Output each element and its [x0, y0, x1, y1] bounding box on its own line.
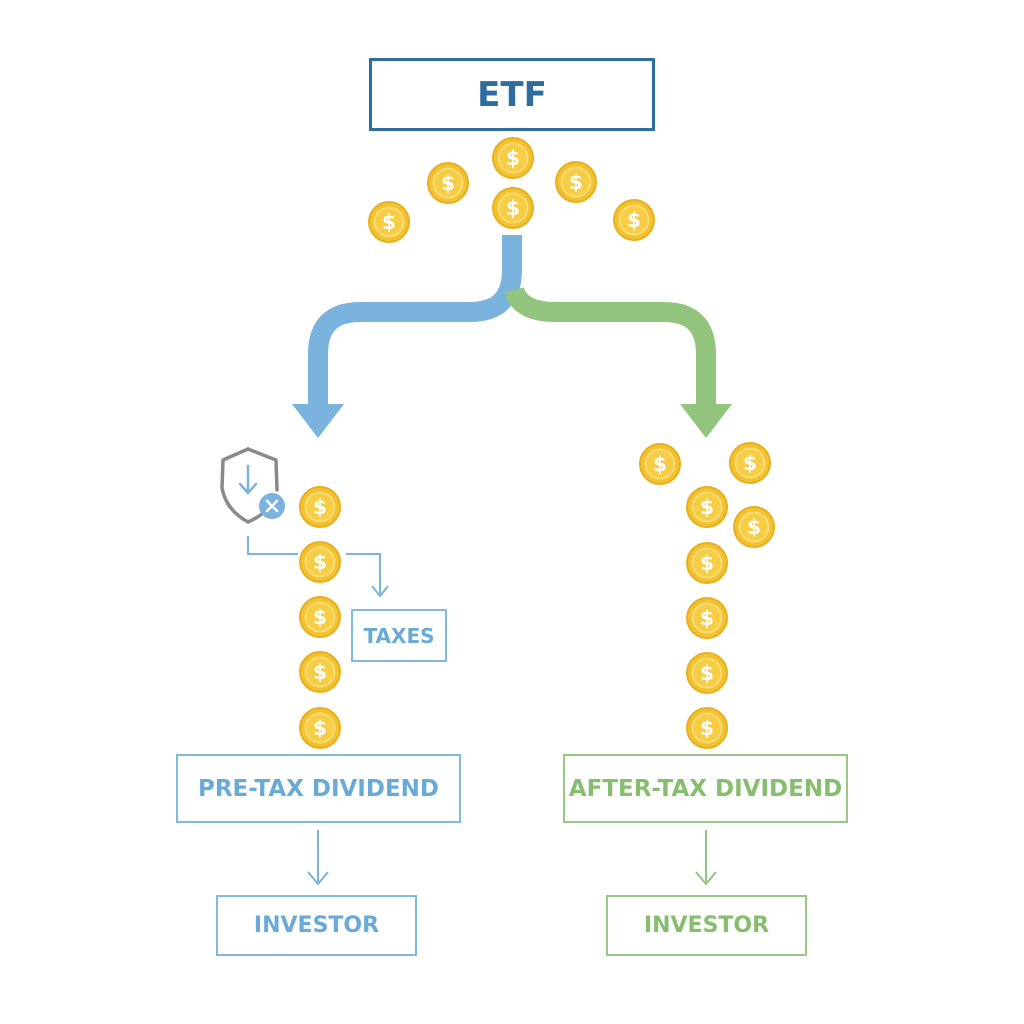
pre-tax-dividend-label: PRE-TAX DIVIDEND — [197, 775, 440, 802]
investor-label: INVESTOR — [643, 913, 770, 938]
svg-text:$: $ — [313, 716, 327, 740]
dollar-coin-icon: $ — [368, 201, 410, 243]
investor-label: INVESTOR — [253, 913, 380, 938]
dollar-coin-icon: $ — [686, 542, 728, 584]
svg-text:$: $ — [506, 196, 520, 220]
dollar-coin-icon: $ — [555, 161, 597, 203]
etf-box: ETF — [369, 58, 655, 131]
svg-text:$: $ — [700, 661, 714, 685]
investor-box-pre-tax: INVESTOR — [216, 895, 417, 956]
svg-text:$: $ — [313, 660, 327, 684]
dollar-coin-icon: $ — [639, 443, 681, 485]
coins-layer: $ $ $ $ $ $ $ $ $ $ $ $ $ $ $ $ $ $ $ — [299, 137, 775, 749]
after-tax-arrowhead — [680, 404, 732, 438]
taxes-box: TAXES — [351, 609, 447, 662]
svg-text:$: $ — [313, 495, 327, 519]
svg-text:$: $ — [313, 605, 327, 629]
dollar-coin-icon: $ — [733, 506, 775, 548]
tax-arrowhead — [371, 585, 389, 597]
svg-text:$: $ — [700, 716, 714, 740]
svg-text:$: $ — [743, 451, 757, 475]
dollar-coin-icon: $ — [729, 442, 771, 484]
svg-text:$: $ — [627, 208, 641, 232]
taxes-label: TAXES — [363, 623, 435, 648]
pre-tax-flow-arrow — [308, 235, 522, 405]
svg-text:$: $ — [747, 515, 761, 539]
after-tax-to-investor-arrowhead — [695, 871, 717, 885]
dollar-coin-icon: $ — [299, 651, 341, 693]
tax-connector-line — [247, 536, 298, 555]
dollar-coin-icon: $ — [299, 707, 341, 749]
svg-text:$: $ — [506, 146, 520, 170]
dollar-coin-icon: $ — [686, 486, 728, 528]
dollar-coin-icon: $ — [492, 187, 534, 229]
pre-tax-to-investor-arrowhead — [307, 871, 329, 885]
pre-tax-dividend-box: PRE-TAX DIVIDEND — [176, 754, 461, 823]
svg-text:$: $ — [700, 551, 714, 575]
svg-text:$: $ — [313, 550, 327, 574]
after-tax-dividend-box: AFTER-TAX DIVIDEND — [563, 754, 848, 823]
dollar-coin-icon: $ — [427, 162, 469, 204]
svg-text:$: $ — [569, 170, 583, 194]
etf-label: ETF — [477, 74, 547, 115]
dollar-coin-icon: $ — [299, 596, 341, 638]
svg-text:$: $ — [700, 495, 714, 519]
svg-text:$: $ — [441, 171, 455, 195]
svg-text:$: $ — [653, 452, 667, 476]
pre-tax-arrowhead — [292, 404, 344, 438]
investor-box-after-tax: INVESTOR — [606, 895, 807, 956]
dollar-coin-icon: $ — [299, 541, 341, 583]
dollar-coin-icon: $ — [492, 137, 534, 179]
shield-download-x-icon — [220, 447, 285, 524]
dollar-coin-icon: $ — [686, 707, 728, 749]
dollar-coin-icon: $ — [613, 199, 655, 241]
dollar-coin-icon: $ — [686, 652, 728, 694]
svg-text:$: $ — [700, 606, 714, 630]
dollar-coin-icon: $ — [299, 486, 341, 528]
after-tax-dividend-label: AFTER-TAX DIVIDEND — [568, 775, 843, 802]
dollar-coin-icon: $ — [686, 597, 728, 639]
tax-arrow-line — [346, 553, 381, 594]
after-tax-flow-arrow — [504, 286, 716, 405]
svg-text:$: $ — [382, 210, 396, 234]
